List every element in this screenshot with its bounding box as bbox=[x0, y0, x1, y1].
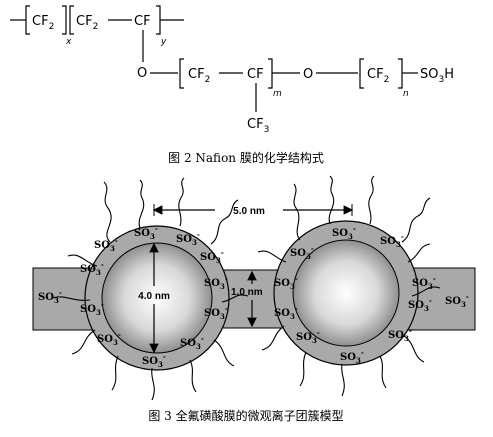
cf2-group: CF2 bbox=[367, 67, 389, 85]
subscript-m: m bbox=[273, 89, 282, 99]
so3-label: SO3- bbox=[80, 260, 104, 277]
so3-label: SO3- bbox=[412, 274, 436, 291]
dimension-label-4nm: 4.0 nm bbox=[138, 291, 170, 302]
so3-label: SO3- bbox=[80, 300, 104, 317]
oxygen-atom: O bbox=[137, 66, 147, 81]
bracket-left bbox=[359, 58, 364, 89]
figure-3-caption: 图 3 全氟磺酸膜的微观离子团簇模型 bbox=[148, 408, 343, 423]
sulfonate-labels-left: SO3- SO3- SO3- SO3- SO3- SO3- SO3- SO3- … bbox=[38, 224, 228, 369]
so3-label: SO3- bbox=[97, 330, 121, 347]
so3-label: SO3- bbox=[388, 326, 412, 343]
sulfonate-labels-right: SO3- SO3- SO3- SO3- SO3- SO3- SO3- SO3- … bbox=[274, 224, 469, 365]
cluster-model: SO3- SO3- SO3- SO3- SO3- SO3- SO3- SO3- … bbox=[32, 175, 476, 401]
so3-label: SO3- bbox=[274, 274, 298, 291]
bracket-left bbox=[179, 58, 184, 89]
subscript-y: y bbox=[160, 37, 167, 47]
bracket-left bbox=[69, 5, 74, 35]
bracket-left bbox=[25, 5, 30, 35]
dimension-label-5nm: 5.0 nm bbox=[233, 206, 265, 217]
bracket-right bbox=[62, 5, 67, 35]
oxygen-atom: O bbox=[303, 67, 313, 82]
so3-label: SO3- bbox=[94, 236, 118, 253]
so3-label: SO3- bbox=[296, 328, 320, 345]
so3-label: SO3- bbox=[332, 224, 356, 241]
cf-group: CF bbox=[134, 14, 151, 29]
so3-label: SO3- bbox=[204, 304, 228, 321]
subscript-x: x bbox=[65, 37, 72, 47]
sulfonic-acid-group: SO3H bbox=[420, 67, 454, 85]
so3-label: SO3- bbox=[180, 334, 204, 351]
so3-label: SO3- bbox=[380, 232, 404, 249]
so3-label: SO3- bbox=[445, 292, 469, 309]
cf2-group: CF2 bbox=[32, 14, 54, 32]
figure-2-caption: 图 2 Nafion 膜的化学结构式 bbox=[168, 150, 324, 165]
nafion-structure: CF2 x CF2 CF y O CF2 CF m CF3 O CF2 n bbox=[10, 5, 454, 135]
so3-label: SO3- bbox=[290, 244, 314, 261]
subscript-n: n bbox=[403, 89, 409, 99]
cf3-group: CF3 bbox=[247, 117, 269, 135]
cf-group: CF bbox=[247, 67, 264, 82]
so3-label: SO3- bbox=[134, 224, 158, 241]
so3-label: SO3- bbox=[176, 230, 200, 247]
bracket-right bbox=[156, 5, 161, 35]
bracket-right bbox=[268, 58, 273, 89]
so3-label: SO3- bbox=[274, 304, 298, 321]
so3-label: SO3- bbox=[340, 348, 364, 365]
so3-label: SO3- bbox=[38, 288, 62, 305]
so3-label: SO3- bbox=[408, 296, 432, 313]
cf2-group: CF2 bbox=[76, 14, 98, 32]
so3-label: SO3- bbox=[200, 248, 224, 265]
dimension-label-1nm: 1.0 nm bbox=[231, 287, 263, 298]
so3-label: SO3- bbox=[204, 274, 228, 291]
cluster-core-right bbox=[292, 239, 400, 347]
bracket-right bbox=[398, 58, 403, 89]
cf2-group: CF2 bbox=[188, 67, 210, 85]
so3-label: SO3- bbox=[142, 352, 166, 369]
polymer-chains bbox=[51, 175, 441, 401]
